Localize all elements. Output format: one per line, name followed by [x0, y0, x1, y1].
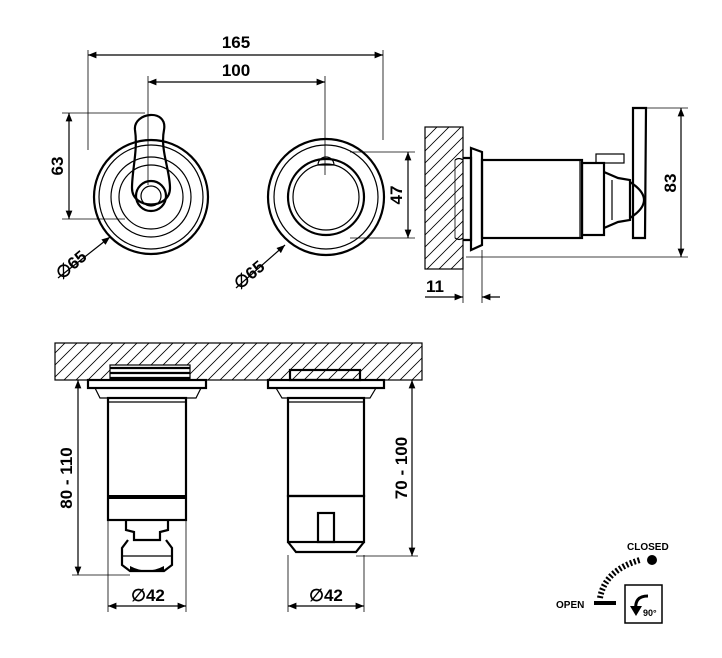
- depth-left-text: 80 - 110: [57, 447, 76, 508]
- body-diameter-right-text: 42: [324, 586, 343, 605]
- dimension-knob-height: 47: [350, 151, 415, 239]
- dimension-depth-right: 70 - 100: [356, 379, 418, 557]
- rotation-arc-icon: [597, 557, 641, 599]
- side-height-text: 83: [661, 174, 680, 193]
- dimension-diameter-right: ∅65: [230, 244, 286, 293]
- closed-indicator-icon: [647, 555, 657, 565]
- side-view: [424, 106, 648, 270]
- rotation-box: [624, 584, 663, 624]
- dimension-wall-offset: 11: [425, 240, 500, 303]
- dimension-depth-left: 80 - 110: [57, 379, 130, 576]
- dimension-lever-height: 63: [48, 112, 145, 220]
- rotation-label: 90°: [643, 608, 657, 618]
- overall-width-text: 165: [222, 33, 250, 52]
- front-view-knob: [266, 137, 386, 257]
- depth-right-text: 70 - 100: [392, 437, 411, 499]
- svg-text:∅42: ∅42: [131, 586, 165, 605]
- dimension-side-height: 83: [466, 107, 688, 258]
- open-label: OPEN: [556, 600, 584, 611]
- dimension-overall-width: 165: [87, 33, 384, 150]
- dimension-body-diameter-left: ∅42: [107, 520, 187, 612]
- built-in-mixer-body: [86, 364, 208, 573]
- knob-height-text: 47: [387, 186, 406, 205]
- dimension-body-diameter-right: ∅42: [287, 555, 365, 612]
- lever-height-text: 63: [48, 157, 67, 176]
- dimension-diameter-left: ∅65: [52, 236, 111, 283]
- diameter-symbol: ∅: [131, 586, 146, 605]
- open-indicator-icon: [594, 601, 616, 605]
- operation-legend: CLOSED OPEN 90°: [556, 542, 669, 624]
- wall-offset-text: 11: [426, 277, 444, 296]
- svg-text:∅42: ∅42: [309, 586, 343, 605]
- center-distance-text: 100: [222, 61, 250, 80]
- dimension-center-distance: 100: [147, 61, 326, 185]
- front-view-lever-mixer: [92, 113, 210, 256]
- closed-label: CLOSED: [627, 542, 669, 553]
- diameter-symbol: ∅: [309, 586, 324, 605]
- body-diameter-left-text: 42: [146, 586, 165, 605]
- built-in-valve-body: [266, 368, 386, 554]
